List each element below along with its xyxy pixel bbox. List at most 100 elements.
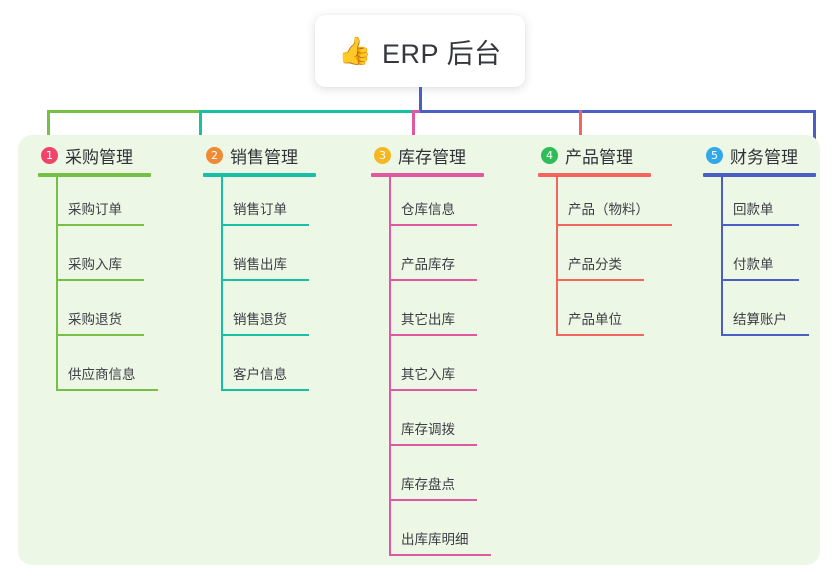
leaf-item[interactable]: 销售订单 — [221, 177, 353, 232]
leaf-item-underline — [221, 224, 309, 226]
leaf-item-underline — [221, 389, 309, 391]
branch-number-badge: 5 — [706, 146, 723, 164]
branch-title: 销售管理 — [230, 147, 298, 167]
branch-items: 采购订单采购入库采购退货供应商信息 — [38, 177, 188, 397]
leaf-item-label: 结算账户 — [733, 312, 787, 327]
leaf-item-underline — [556, 279, 644, 281]
branch-spine — [389, 177, 391, 556]
leaf-item-label: 产品分类 — [568, 257, 622, 272]
leaf-item-label: 客户信息 — [233, 367, 287, 382]
branch-drop-connector-5 — [813, 110, 816, 162]
leaf-item[interactable]: 出库库明细 — [389, 507, 521, 562]
leaf-item-underline — [56, 279, 144, 281]
leaf-item[interactable]: 其它入库 — [389, 342, 521, 397]
leaf-item-underline — [389, 444, 477, 446]
branch-items: 回款单付款单结算账户 — [703, 177, 839, 342]
leaf-item-label: 采购退货 — [68, 312, 122, 327]
bus-segment-4 — [420, 110, 815, 113]
branch-number-badge: 2 — [206, 146, 223, 164]
leaf-item-underline — [389, 554, 491, 556]
leaf-item-underline — [389, 389, 477, 391]
branch-spine — [221, 177, 223, 391]
leaf-item-label: 销售退货 — [233, 312, 287, 327]
leaf-item-label: 供应商信息 — [68, 367, 136, 382]
branch-header-产品管理[interactable]: 4 产品管理 — [538, 143, 688, 167]
branch-column-产品管理: 4 产品管理产品（物料） 产品分类产品单位 — [538, 143, 688, 342]
root-node[interactable]: 👍 ERP 后台 — [315, 15, 525, 87]
leaf-item[interactable]: 采购退货 — [56, 287, 188, 342]
leaf-item-label: 产品库存 — [401, 257, 455, 272]
leaf-item-label: 采购订单 — [68, 202, 122, 217]
bus-segment-2 — [199, 110, 412, 113]
leaf-item-label: 付款单 — [733, 257, 774, 272]
leaf-item-label: 库存盘点 — [401, 477, 455, 492]
leaf-item-label: 产品（物料） — [568, 202, 649, 217]
leaf-item-label: 采购入库 — [68, 257, 122, 272]
branch-title: 库存管理 — [398, 147, 466, 167]
branch-column-销售管理: 2 销售管理销售订单销售出库销售退货客户信息 — [203, 143, 353, 397]
branch-header-underline — [38, 173, 151, 177]
leaf-item-label: 产品单位 — [568, 312, 622, 327]
leaf-item-underline — [389, 224, 477, 226]
branch-number-badge: 4 — [541, 146, 558, 164]
branch-header-underline — [538, 173, 651, 177]
leaf-item-underline — [56, 224, 144, 226]
leaf-item[interactable]: 仓库信息 — [389, 177, 521, 232]
leaf-item[interactable]: 供应商信息 — [56, 342, 188, 397]
branch-number-badge: 3 — [374, 146, 391, 164]
leaf-item[interactable]: 结算账户 — [721, 287, 839, 342]
leaf-item[interactable]: 库存调拨 — [389, 397, 521, 452]
leaf-item-underline — [721, 279, 799, 281]
leaf-item-underline — [389, 279, 477, 281]
branch-header-underline — [203, 173, 316, 177]
thumbs-up-icon: 👍 — [338, 35, 373, 66]
bus-segment-3 — [412, 110, 420, 113]
leaf-item-label: 仓库信息 — [401, 202, 455, 217]
leaf-item-underline — [221, 334, 309, 336]
leaf-item[interactable]: 采购订单 — [56, 177, 188, 232]
branch-column-库存管理: 3 库存管理仓库信息产品库存其它出库其它入库库存调拨库存盘点出库库明细 — [371, 143, 521, 562]
leaf-item-label: 出库库明细 — [401, 532, 469, 547]
trunk-connector — [419, 87, 422, 111]
branch-title: 产品管理 — [565, 147, 633, 167]
leaf-item-underline — [389, 499, 477, 501]
branch-title: 财务管理 — [730, 147, 798, 167]
leaf-item[interactable]: 产品库存 — [389, 232, 521, 287]
branch-header-库存管理[interactable]: 3 库存管理 — [371, 143, 521, 167]
leaf-item[interactable]: 其它出库 — [389, 287, 521, 342]
branch-items: 仓库信息产品库存其它出库其它入库库存调拨库存盘点出库库明细 — [371, 177, 521, 562]
leaf-item-label: 回款单 — [733, 202, 774, 217]
leaf-item-underline — [556, 334, 644, 336]
leaf-item[interactable]: 产品分类 — [556, 232, 688, 287]
leaf-item[interactable]: 回款单 — [721, 177, 839, 232]
leaf-item-underline — [721, 224, 799, 226]
leaf-item-label: 销售订单 — [233, 202, 287, 217]
branch-items: 销售订单销售出库销售退货客户信息 — [203, 177, 353, 397]
leaf-item-label: 其它出库 — [401, 312, 455, 327]
branch-header-销售管理[interactable]: 2 销售管理 — [203, 143, 353, 167]
leaf-item-underline — [56, 334, 144, 336]
leaf-item-label: 库存调拨 — [401, 422, 455, 437]
leaf-item[interactable]: 付款单 — [721, 232, 839, 287]
leaf-item[interactable]: 产品单位 — [556, 287, 688, 342]
bus-segment-1 — [47, 110, 199, 113]
leaf-item-underline — [721, 334, 809, 336]
leaf-item[interactable]: 销售出库 — [221, 232, 353, 287]
branch-header-underline — [371, 173, 484, 177]
branch-spine — [56, 177, 58, 391]
branch-items: 产品（物料） 产品分类产品单位 — [538, 177, 688, 342]
branch-spine — [556, 177, 558, 336]
leaf-item[interactable]: 客户信息 — [221, 342, 353, 397]
leaf-item-underline — [556, 224, 672, 226]
branch-header-财务管理[interactable]: 5 财务管理 — [703, 143, 839, 167]
leaf-item[interactable]: 采购入库 — [56, 232, 188, 287]
leaf-item[interactable]: 销售退货 — [221, 287, 353, 342]
branch-column-财务管理: 5 财务管理回款单付款单结算账户 — [703, 143, 839, 342]
leaf-item[interactable]: 库存盘点 — [389, 452, 521, 507]
leaf-item-label: 其它入库 — [401, 367, 455, 382]
root-title: ERP 后台 — [382, 38, 502, 69]
leaf-item[interactable]: 产品（物料） — [556, 177, 688, 232]
